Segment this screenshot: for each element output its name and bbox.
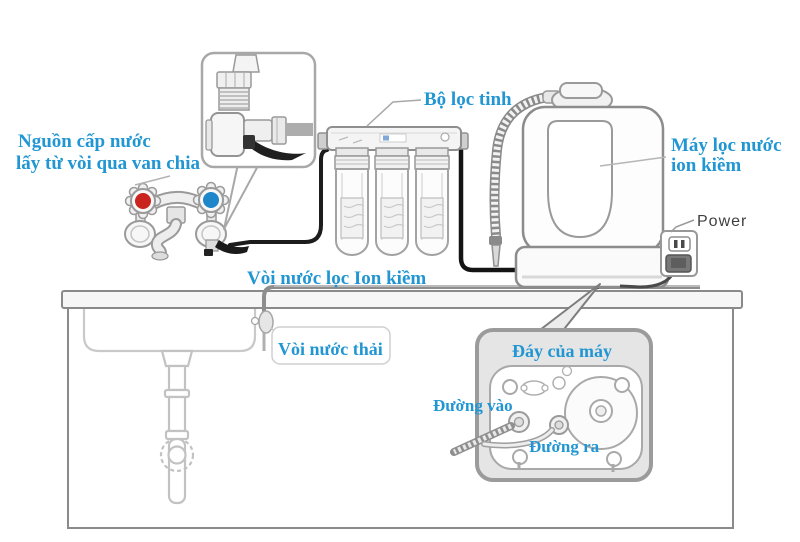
filter-pointer-line <box>366 99 422 127</box>
filter-cartridge <box>414 147 450 256</box>
valve-callout <box>200 51 317 230</box>
faucet <box>124 181 249 261</box>
socket-icon <box>668 236 691 252</box>
spout-fill <box>152 220 180 257</box>
label-waste-water-hose: Vòi nước thải <box>278 339 383 359</box>
waste-fitting <box>258 310 274 334</box>
top-spout <box>559 82 603 99</box>
filter-logo-plate <box>379 133 407 143</box>
valve-body <box>210 112 245 157</box>
machine-bottom-callout <box>450 283 653 482</box>
valve-lever <box>243 138 306 161</box>
countertop-slab <box>61 290 743 309</box>
valve-out-nut <box>271 116 287 145</box>
hot-handle-icon <box>124 182 162 220</box>
diverter-valve <box>204 239 249 256</box>
waste-label-box <box>270 326 391 365</box>
valve-out-hose <box>286 123 313 136</box>
waste-tube-run <box>262 285 700 316</box>
valve-threaded-pipe <box>218 87 250 111</box>
label-outlet: Đường ra <box>529 437 600 456</box>
valve-left-cap <box>205 119 213 151</box>
label-power: Power <box>697 213 747 230</box>
label-water-source-line1: Nguồn cấp nước <box>18 131 151 152</box>
label-inlet: Đường vào <box>433 396 513 415</box>
drain-trap-circle <box>159 437 195 473</box>
label-fine-filter: Bộ lọc tinh <box>424 89 512 110</box>
machine-front-panel <box>547 120 613 239</box>
label-machine-bottom: Đáy của máy <box>512 341 612 361</box>
drain-trap-inner <box>167 445 187 465</box>
waste-fitting-bolt <box>250 316 260 326</box>
machine-base <box>514 245 670 289</box>
nozzle-collar <box>489 236 502 245</box>
drain-collar <box>160 349 194 368</box>
drain-pipe-ring2 <box>164 429 190 441</box>
source-to-filter-tube <box>228 148 329 247</box>
callout-tail <box>223 163 260 230</box>
thread-hatch <box>220 91 248 109</box>
coiled-dispenser-hose <box>489 92 553 267</box>
nozzle-tip <box>491 244 501 267</box>
valve-hex-nut <box>216 71 252 89</box>
hot-flange-inner <box>130 225 150 243</box>
hot-flange <box>124 220 156 248</box>
label-water-source-line2: lấy từ vòi qua van chia <box>16 153 201 174</box>
ion-machine <box>514 82 670 289</box>
valve-top-pipe <box>232 54 260 73</box>
filter-bar-port <box>440 132 450 142</box>
filter-cartridge <box>334 147 370 256</box>
sink-and-drain <box>82 309 257 505</box>
spout-tip <box>151 251 169 261</box>
label-ion-water-faucet: Vòi nước lọc Ion kiềm <box>247 268 426 289</box>
power-outlet <box>619 219 698 289</box>
drain-pipe-mid <box>167 395 187 433</box>
machine-pointer-line <box>599 156 667 167</box>
filter-cartridge <box>374 147 410 256</box>
label-ion-machine-line1: Máy lọc nước <box>671 135 782 156</box>
label-ion-machine-line2: ion kiềm <box>671 155 741 176</box>
drain-pipe-upper <box>167 364 187 392</box>
power-pointer-line <box>670 219 695 233</box>
screw-holes <box>502 377 630 467</box>
fine-filter-unit <box>317 126 469 256</box>
cold-handle-icon <box>192 181 230 219</box>
valve-lever-pivot <box>243 135 255 149</box>
filter-cartridges <box>334 147 450 256</box>
source-pointer-line <box>134 175 171 186</box>
waste-label-frame <box>271 326 391 365</box>
